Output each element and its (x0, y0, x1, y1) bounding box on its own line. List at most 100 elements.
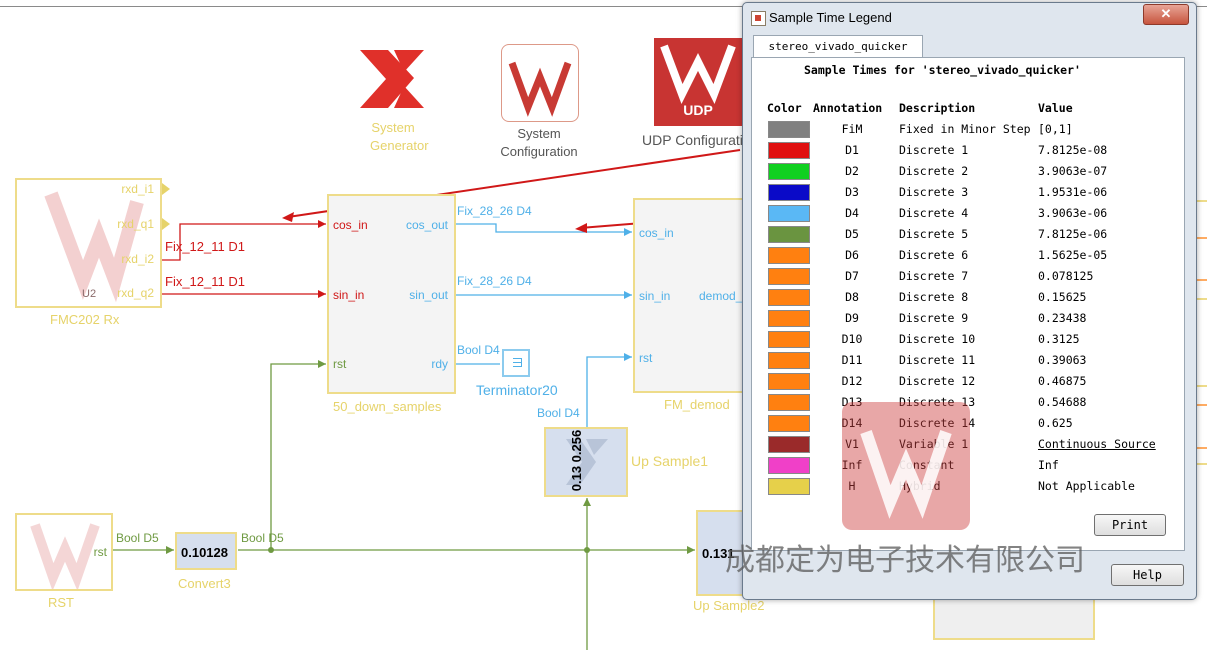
signal-label-fix-12-11-b: Fix_12_11 D1 (165, 274, 245, 289)
port-rst-in: rst (333, 357, 347, 371)
out-port-tri-1 (162, 183, 170, 195)
junction-1 (268, 547, 274, 553)
print-button[interactable]: Print (1094, 514, 1166, 536)
legend-swatch (768, 415, 810, 432)
port-demod-sin-in: sin_in (639, 289, 671, 303)
fm-demod-block[interactable]: cos_in sin_in rst demod_ (633, 198, 745, 393)
dialog-app-icon (751, 11, 766, 26)
fm-demod-label: FM_demod (664, 397, 730, 412)
legend-value: Not Applicable (1038, 479, 1135, 493)
legend-swatch (768, 184, 810, 201)
rst-logo-icon (30, 523, 100, 591)
junction-2 (584, 547, 590, 553)
col-header-color: Color (767, 101, 802, 115)
legend-annotation: D6 (845, 248, 859, 262)
legend-annotation: D7 (845, 269, 859, 283)
fmc202-rx-block[interactable]: rxd_i1 rxd_q1 rxd_i2 rxd_q2 U2 (15, 178, 162, 308)
legend-swatch (768, 373, 810, 390)
fmc202-logo-icon (44, 191, 144, 303)
up-sample1-block[interactable]: 0.13 0.256 (544, 427, 628, 497)
convert3-label: Convert3 (178, 576, 231, 591)
legend-value: Inf (1038, 458, 1059, 472)
legend-swatch (768, 163, 810, 180)
up-sample1-label: Up Sample1 (631, 453, 709, 469)
arrowhead-8 (687, 546, 695, 554)
legend-annotation: D12 (841, 374, 863, 388)
arrowhead-6 (318, 360, 326, 368)
udp-w-logo-icon (660, 44, 736, 104)
port-demod-out: demod_ (699, 289, 743, 303)
legend-value: 7.8125e-06 (1038, 227, 1108, 241)
wire-fix-12-11-a (162, 223, 326, 261)
legend-description: Discrete 8 (899, 290, 969, 304)
wire-cos (456, 223, 632, 233)
legend-value: 0.54688 (1038, 395, 1087, 409)
port-rxd-i2: rxd_i2 (121, 252, 154, 266)
system-configuration-block[interactable] (501, 44, 579, 122)
legend-value: 0.23438 (1038, 311, 1087, 325)
convert3-block[interactable]: 0.10128 (175, 532, 237, 570)
tab-stereo-vivado-quicker[interactable]: stereo_vivado_quicker (753, 35, 923, 58)
udp-configuration-block[interactable]: UDP (654, 38, 742, 126)
col-header-annotation: Annotation (813, 101, 883, 115)
arrowhead-9 (583, 498, 591, 506)
legend-value: 0.15625 (1038, 290, 1087, 304)
sample-time-legend-dialog[interactable]: Sample Time Legend ✕ stereo_vivado_quick… (742, 2, 1197, 600)
legend-annotation: FiM (841, 122, 863, 136)
legend-description: Discrete 4 (899, 206, 969, 220)
col-header-value: Value (1038, 101, 1073, 115)
up-sample1-logo-icon (566, 439, 608, 485)
watermark-logo (842, 402, 970, 530)
arrowhead-10 (282, 212, 294, 222)
legend-swatch (768, 289, 810, 306)
legend-annotation: V1 (845, 437, 859, 451)
watermark-text: 成都定为电子技术有限公司 (725, 544, 1085, 577)
out-port-tri-2 (162, 218, 170, 230)
rst-block[interactable]: rst (15, 513, 113, 591)
arrowhead-7 (166, 546, 174, 554)
legend-annotation: D2 (845, 164, 859, 178)
convert3-value: 0.10128 (181, 545, 228, 560)
legend-description: Discrete 11 (899, 353, 976, 367)
legend-swatch (768, 436, 810, 453)
port-cos-out: cos_out (405, 218, 448, 232)
terminator-block[interactable] (502, 349, 530, 377)
dialog-title: Sample Time Legend (769, 10, 892, 25)
port-rxd-q1: rxd_q1 (117, 217, 154, 231)
legend-annotation: H (848, 479, 856, 493)
legend-description: Discrete 7 (899, 269, 969, 283)
legend-swatch (768, 121, 810, 138)
legend-swatch (768, 331, 810, 348)
close-button[interactable]: ✕ (1143, 4, 1189, 25)
arrowhead-4 (624, 291, 632, 299)
help-button[interactable]: Help (1111, 564, 1184, 586)
legend-description: Discrete 3 (899, 185, 969, 199)
system-generator-logo-icon[interactable] (358, 48, 426, 110)
legend-description: Discrete 14 (899, 416, 976, 430)
legend-annotation: Inf (841, 458, 863, 472)
continuous-source-link[interactable]: Continuous Source (1038, 437, 1156, 451)
legend-value: 0.46875 (1038, 374, 1087, 388)
bottom-right-block[interactable] (933, 596, 1095, 640)
legend-description: Discrete 13 (899, 395, 976, 409)
legend-swatch (768, 310, 810, 327)
down-samples-block[interactable]: cos_in sin_in rst cos_out sin_out rdy (327, 194, 456, 394)
legend-value: [0,1] (1038, 122, 1073, 136)
legend-swatch (768, 457, 810, 474)
udp-configuration-label: UDP Configurati (642, 132, 743, 148)
legend-description: Discrete 2 (899, 164, 969, 178)
canvas-top-border (0, 6, 1207, 7)
legend-annotation: D1 (845, 143, 859, 157)
signal-label-fix-28-26-a: Fix_28_26 D4 (457, 204, 532, 218)
legend-value: 0.625 (1038, 416, 1073, 430)
signal-label-bool-d5-a: Bool D5 (116, 531, 159, 545)
legend-description: Discrete 12 (899, 374, 976, 388)
port-rxd-i1: rxd_i1 (121, 182, 154, 196)
udp-badge: UDP (683, 102, 713, 118)
legend-annotation: D4 (845, 206, 859, 220)
fmc-logo-text: U2 (82, 288, 97, 300)
xilinx-w-logo-icon (508, 61, 572, 117)
legend-description: Discrete 9 (899, 311, 969, 325)
legend-swatch (768, 226, 810, 243)
up-sample2-block[interactable]: 0.131 (696, 510, 746, 596)
